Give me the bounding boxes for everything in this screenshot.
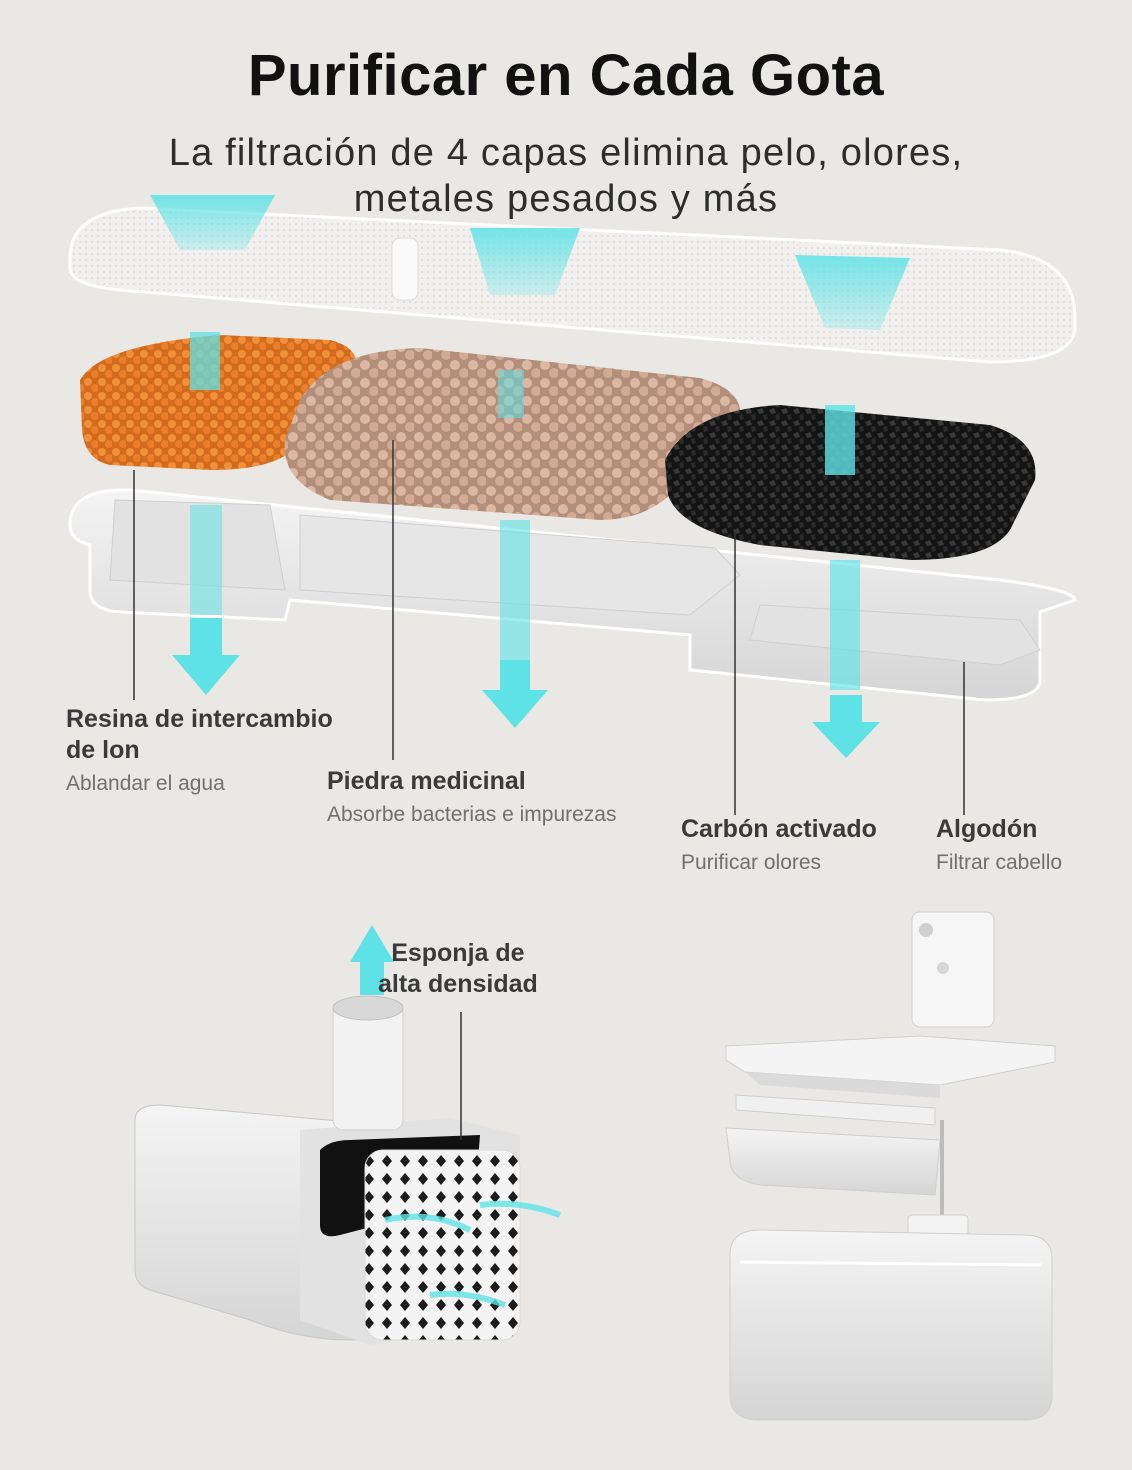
subtitle-line-1: La filtración de 4 capas elimina pelo, o… bbox=[168, 132, 964, 174]
pump-sponge-label: Esponja de alta densidad bbox=[378, 938, 538, 1000]
layer-name: Piedra medicinal bbox=[327, 767, 526, 795]
subtitle-line-2: metales pesados y más bbox=[353, 178, 779, 220]
flow-arrow-down-icon bbox=[482, 660, 548, 728]
medicinal-stone-granules bbox=[284, 348, 741, 520]
layer-description: Ablandar el agua bbox=[66, 772, 225, 795]
flow-arrow-down-icon bbox=[172, 618, 240, 695]
sponge-label-line-1: Esponja de bbox=[391, 939, 525, 967]
layer-name-line-2: de lon bbox=[66, 736, 140, 764]
layer-name: Algodón bbox=[936, 815, 1038, 843]
layer-description: Filtrar cabello bbox=[936, 851, 1063, 874]
layer-label-activated-carbon: Carbón activado Purificar olores bbox=[681, 814, 877, 875]
water-beam-2 bbox=[470, 228, 580, 295]
layer-description: Absorbe bacterias e impurezas bbox=[327, 803, 617, 826]
flow-arrow-down-icon bbox=[812, 695, 880, 758]
layer-name: Resina de intercambio bbox=[66, 705, 333, 733]
page-title: Purificar en Cada Gota bbox=[247, 43, 885, 108]
water-beam-3 bbox=[795, 255, 910, 330]
layer-description: Purificar olores bbox=[681, 851, 822, 874]
fountain-exploded-view bbox=[725, 911, 1056, 1421]
water-beam-1 bbox=[150, 195, 275, 250]
flow-arrow-up-icon bbox=[350, 925, 394, 962]
layer-label-resin: Resina de intercambio de lon Ablandar el… bbox=[66, 704, 333, 796]
activated-carbon-granules bbox=[665, 405, 1036, 560]
layer-name: Carbón activado bbox=[681, 815, 877, 843]
page-subtitle: La filtración de 4 capas elimina pelo, o… bbox=[90, 130, 1042, 222]
pump-illustration bbox=[134, 995, 562, 1345]
layer-label-cotton: Algodón Filtrar cabello bbox=[936, 814, 1062, 875]
sponge-label-line-2: alta densidad bbox=[378, 970, 538, 998]
layer-label-medicinal-stone: Piedra medicinal Absorbe bacterias e imp… bbox=[327, 766, 616, 827]
